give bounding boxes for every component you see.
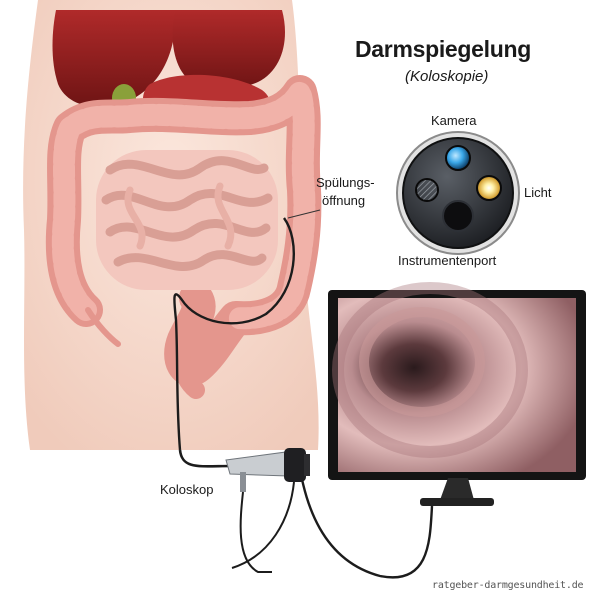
camera-lens-icon bbox=[445, 145, 471, 171]
small-intestine bbox=[96, 150, 278, 290]
label-instrumentenport: Instrumentenport bbox=[398, 253, 497, 268]
colonoscope-handpiece bbox=[225, 448, 310, 573]
liver bbox=[52, 10, 285, 108]
monitor bbox=[328, 282, 586, 506]
label-koloskop: Koloskop bbox=[160, 482, 214, 497]
label-kamera: Kamera bbox=[431, 113, 477, 128]
irrigation-opening-icon bbox=[415, 178, 439, 202]
scope-tip-detail bbox=[396, 131, 520, 255]
large-intestine bbox=[45, 75, 322, 399]
scope-tube-in-body bbox=[173, 217, 295, 451]
diagram-title: Darmspiegelung bbox=[355, 36, 532, 62]
source-footer: ratgeber-darmgesundheit.de bbox=[432, 580, 584, 591]
instrument-port-icon bbox=[442, 200, 474, 232]
monitor-cable bbox=[298, 469, 434, 579]
diagram-subtitle: (Koloskopie) bbox=[405, 68, 489, 85]
label-spuelung-line2: öffnung bbox=[322, 193, 366, 208]
light-lens-icon bbox=[476, 175, 502, 201]
label-licht: Licht bbox=[524, 185, 552, 200]
scope-tube-outside bbox=[178, 449, 233, 468]
label-spuelung-line1: Spülungs- bbox=[316, 175, 375, 190]
callout-line bbox=[287, 209, 321, 219]
